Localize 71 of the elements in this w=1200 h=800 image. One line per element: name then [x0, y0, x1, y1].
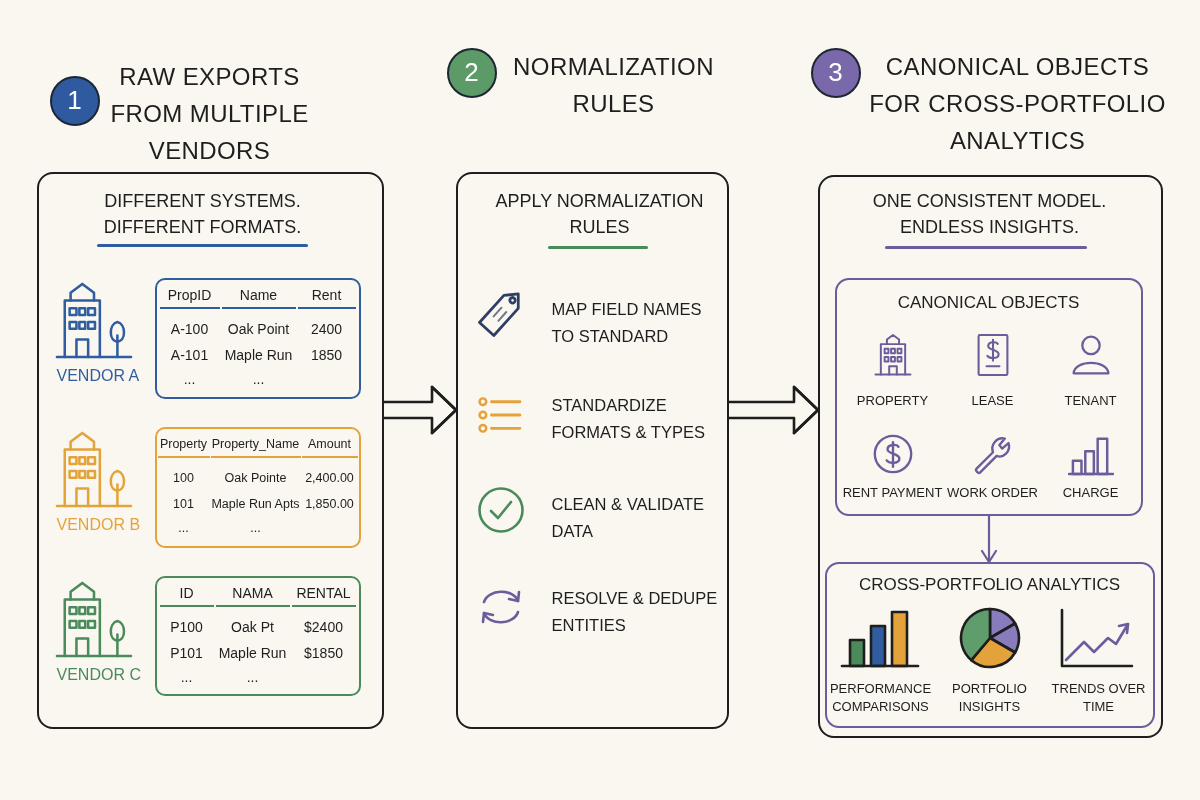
panel-subtitle: ONE CONSISTENT MODEL. ENDLESS INSIGHTS. — [871, 189, 1108, 239]
chart-caption: TRENDS OVER TIME — [1050, 679, 1147, 716]
data-table — [154, 426, 361, 548]
column-header: Amount — [301, 432, 358, 458]
column-header: PropID — [159, 283, 220, 309]
table-entry: Oak Pointe — [224, 469, 287, 487]
table-entry: 2400 — [310, 319, 343, 339]
table-entry: ... — [178, 519, 189, 537]
column-header: Rent — [297, 283, 356, 309]
table-entry: Maple Run Apts — [211, 495, 300, 513]
arrow — [727, 385, 820, 435]
section-title: CROSS-PORTFOLIO ANALYTICS — [859, 573, 1120, 596]
table-entry: 100 — [173, 469, 194, 487]
data-table — [154, 277, 361, 399]
object-label: PROPERTY — [856, 391, 929, 410]
table-entry: Maple Run — [218, 643, 287, 663]
column-header: NAMA — [215, 581, 290, 607]
chart-caption: PORTFOLIO INSIGHTS — [951, 679, 1028, 716]
rule-text: CLEAN & VALIDATE DATA — [551, 493, 706, 542]
analytics-panel — [824, 561, 1155, 728]
table-entry: P101 — [170, 643, 203, 663]
column-header: RENTAL — [291, 581, 356, 607]
table-entry: P100 — [170, 617, 203, 637]
object-label: LEASE — [971, 391, 1014, 410]
column-header: Property — [157, 432, 210, 458]
step-heading: RAW EXPORTS FROM MULTIPLE VENDORS — [109, 61, 310, 166]
rule-text: RESOLVE & DEDUPE ENTITIES — [551, 587, 719, 636]
data-table — [154, 575, 361, 696]
step-circle — [50, 76, 100, 126]
object-label: WORK ORDER — [947, 483, 1038, 502]
table-entry: 101 — [173, 495, 194, 513]
vendor-label: VENDOR C — [56, 664, 141, 685]
section-title: CANONICAL OBJECTS — [897, 291, 1080, 314]
vendor-label: VENDOR A — [56, 365, 140, 386]
table-entry: Oak Pt — [231, 617, 274, 637]
panel-subtitle: APPLY NORMALIZATION RULES — [494, 189, 705, 239]
objects-panel — [834, 277, 1143, 516]
column-header: Name — [221, 283, 296, 309]
table-entry: ... — [250, 519, 261, 537]
table-entry: Oak Point — [227, 319, 290, 339]
column-header: Property_Name — [210, 432, 301, 458]
table-entry: $2400 — [304, 617, 343, 637]
table-entry: ... — [252, 369, 265, 389]
object-label: RENT PAYMENT — [842, 483, 943, 502]
table-entry: ... — [246, 667, 259, 687]
vendor-label: VENDOR B — [56, 514, 141, 535]
step-number: 2 — [464, 56, 479, 89]
table-entry: $1850 — [304, 643, 343, 663]
step-heading: NORMALIZATION RULES — [512, 51, 715, 119]
arrow — [382, 385, 458, 435]
object-label: TENANT — [1064, 391, 1117, 410]
chart-caption: PERFORMANCE COMPARISONS — [828, 679, 933, 716]
step-heading: CANONICAL OBJECTS FOR CROSS-PORTFOLIO ANALYTICS — [868, 51, 1167, 156]
step-circle — [447, 48, 497, 98]
object-label: CHARGE — [1062, 483, 1119, 502]
rule-text: MAP FIELD NAMES TO STANDARD — [551, 298, 703, 347]
table-entry: 2,400.00 — [305, 469, 354, 487]
step-circle — [811, 48, 861, 98]
table-entry: ... — [180, 667, 193, 687]
table-entry: 1,850.00 — [305, 495, 354, 513]
column-header: ID — [159, 581, 214, 607]
table-entry: 1850 — [310, 345, 343, 365]
arrow — [980, 514, 998, 564]
panel-subtitle: DIFFERENT SYSTEMS. DIFFERENT FORMATS. — [102, 189, 303, 239]
table-entry: A-101 — [170, 345, 209, 365]
table-entry: A-100 — [170, 319, 209, 339]
rule-text: STANDARDIZE FORMATS & TYPES — [551, 394, 706, 443]
step-number: 1 — [67, 84, 82, 117]
table-entry: ... — [183, 369, 196, 389]
table-entry: Maple Run — [224, 345, 293, 365]
step-number: 3 — [828, 56, 843, 89]
